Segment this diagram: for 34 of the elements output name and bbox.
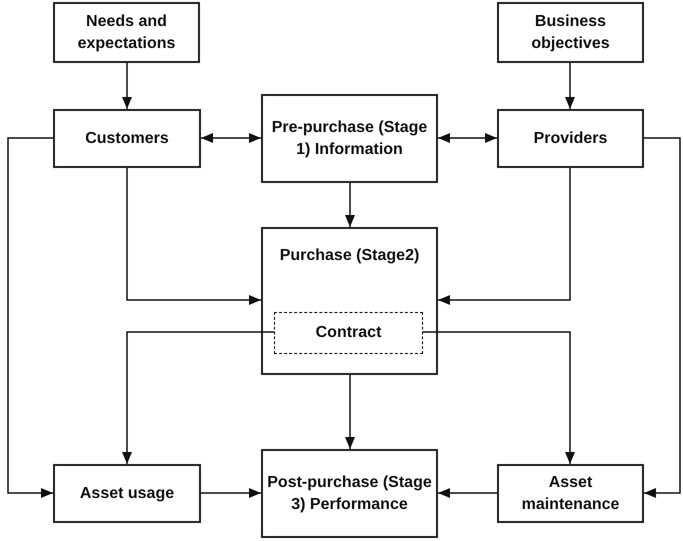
box-label: Providers bbox=[532, 128, 608, 148]
process-box bbox=[497, 2, 644, 63]
process-box bbox=[497, 109, 644, 168]
box-label: Customers bbox=[84, 128, 170, 148]
process-box bbox=[53, 2, 200, 63]
box-label: Asset usage bbox=[78, 484, 176, 504]
arrow bbox=[201, 488, 261, 498]
box-label: Contract bbox=[314, 323, 382, 343]
arrow bbox=[438, 168, 571, 305]
arrow bbox=[565, 63, 575, 109]
box-label: Asset maintenance bbox=[520, 472, 620, 514]
box-label: Post-purchase (Stage 3) Performance bbox=[266, 472, 433, 514]
process-box bbox=[261, 94, 438, 183]
arrow bbox=[7, 137, 53, 498]
arrow bbox=[438, 488, 497, 498]
arrow bbox=[345, 375, 355, 449]
arrow bbox=[438, 133, 497, 143]
box-label: Needs and expectations bbox=[76, 12, 176, 54]
process-box bbox=[53, 464, 201, 523]
process-box bbox=[53, 109, 201, 168]
process-box bbox=[261, 449, 438, 538]
dashed-box bbox=[274, 312, 423, 354]
box-label: Purchase (Stage2) bbox=[278, 246, 420, 266]
arrow bbox=[201, 133, 261, 143]
arrow bbox=[345, 183, 355, 227]
process-box bbox=[261, 227, 438, 375]
arrow bbox=[126, 168, 261, 305]
arrow bbox=[122, 63, 132, 109]
box-label: Pre-purchase (Stage 1) Information bbox=[270, 118, 428, 160]
process-box bbox=[497, 464, 644, 523]
arrow bbox=[423, 331, 575, 464]
arrow bbox=[122, 331, 274, 464]
box-label: Business objectives bbox=[530, 12, 611, 54]
arrow bbox=[644, 137, 681, 498]
